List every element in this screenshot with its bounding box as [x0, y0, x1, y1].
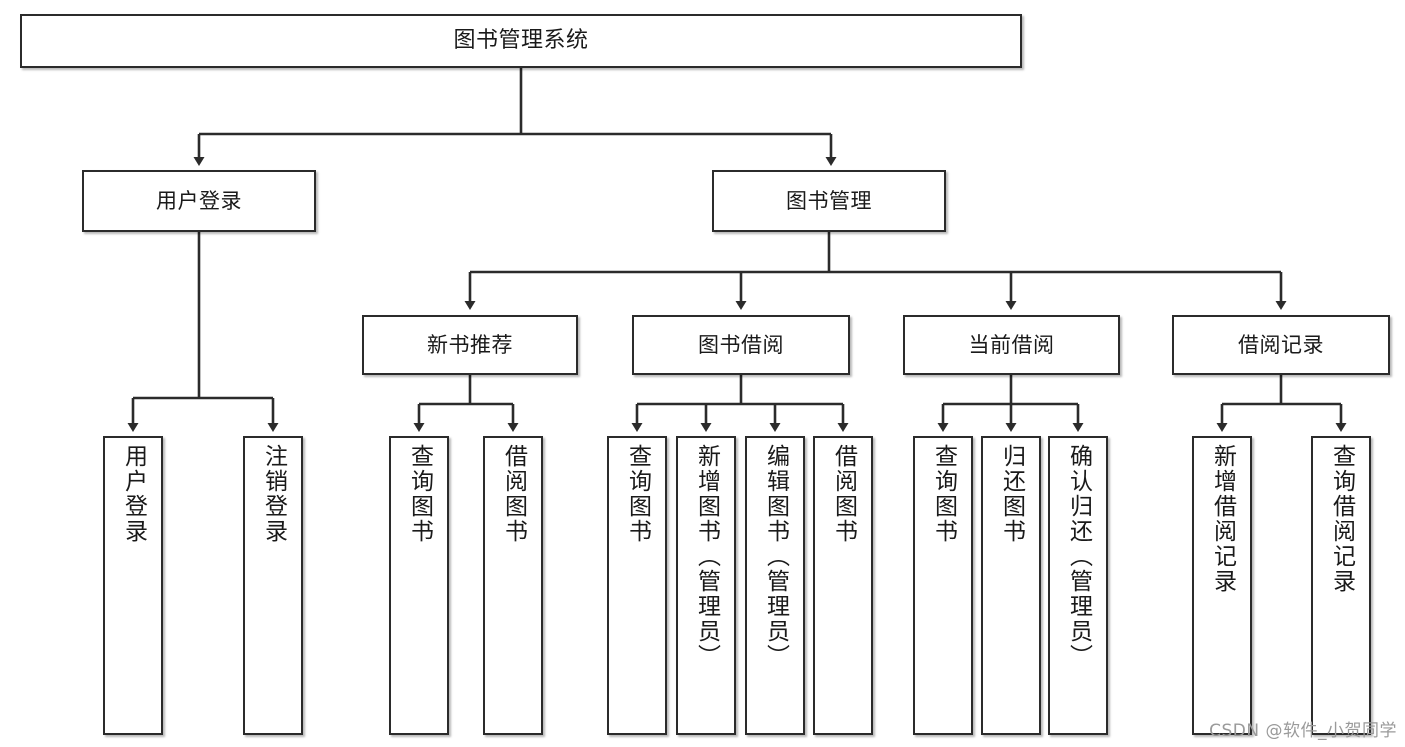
node-current-borrow-label: 当前借阅 — [968, 332, 1055, 357]
node-borrow-record-label: 借阅记录 — [1238, 332, 1324, 357]
leaf-user-login-label: 用户登录 — [120, 444, 147, 544]
leaf-edit-book-label: 编辑图书（管理员） — [762, 444, 789, 669]
node-root-label: 图书管理系统 — [453, 28, 589, 54]
leaf-query-book-1-label: 查询图书 — [406, 444, 433, 544]
node-book-manage[interactable]: 图书管理 — [712, 170, 946, 232]
node-user-login-label: 用户登录 — [156, 188, 242, 213]
node-book-borrow-label: 图书借阅 — [698, 332, 784, 357]
leaf-borrow-book-2-label: 借阅图书 — [830, 444, 857, 544]
leaf-confirm-return[interactable]: 确认归还（管理员） — [1048, 436, 1108, 735]
leaf-borrow-book-2[interactable]: 借阅图书 — [813, 436, 873, 735]
leaf-query-book-3[interactable]: 查询图书 — [913, 436, 973, 735]
node-user-login[interactable]: 用户登录 — [82, 170, 316, 232]
leaf-query-record[interactable]: 查询借阅记录 — [1311, 436, 1371, 735]
leaf-logout-login[interactable]: 注销登录 — [243, 436, 303, 735]
leaf-query-book-3-label: 查询图书 — [930, 444, 957, 544]
node-book-borrow[interactable]: 图书借阅 — [632, 315, 850, 375]
leaf-add-record[interactable]: 新增借阅记录 — [1192, 436, 1252, 735]
leaf-return-book[interactable]: 归还图书 — [981, 436, 1041, 735]
leaf-add-record-label: 新增借阅记录 — [1209, 444, 1236, 594]
leaf-borrow-book-1-label: 借阅图书 — [500, 444, 527, 544]
leaf-return-book-label: 归还图书 — [998, 444, 1025, 544]
node-book-manage-label: 图书管理 — [786, 188, 872, 213]
leaf-query-record-label: 查询借阅记录 — [1328, 444, 1355, 594]
leaf-add-book-label: 新增图书（管理员） — [693, 444, 720, 669]
leaf-edit-book[interactable]: 编辑图书（管理员） — [745, 436, 805, 735]
leaf-logout-login-label: 注销登录 — [260, 444, 287, 544]
node-new-book-rec[interactable]: 新书推荐 — [362, 315, 578, 375]
node-borrow-record[interactable]: 借阅记录 — [1172, 315, 1390, 375]
leaf-borrow-book-1[interactable]: 借阅图书 — [483, 436, 543, 735]
leaf-query-book-2-label: 查询图书 — [624, 444, 651, 544]
node-current-borrow[interactable]: 当前借阅 — [903, 315, 1120, 375]
leaf-add-book[interactable]: 新增图书（管理员） — [676, 436, 736, 735]
node-new-book-rec-label: 新书推荐 — [427, 332, 513, 357]
leaf-query-book-2[interactable]: 查询图书 — [607, 436, 667, 735]
node-root[interactable]: 图书管理系统 — [20, 14, 1022, 68]
leaf-confirm-return-label: 确认归还（管理员） — [1065, 444, 1092, 669]
leaf-query-book-1[interactable]: 查询图书 — [389, 436, 449, 735]
leaf-user-login[interactable]: 用户登录 — [103, 436, 163, 735]
watermark-text: CSDN @软件_小贺同学 — [1209, 721, 1397, 741]
